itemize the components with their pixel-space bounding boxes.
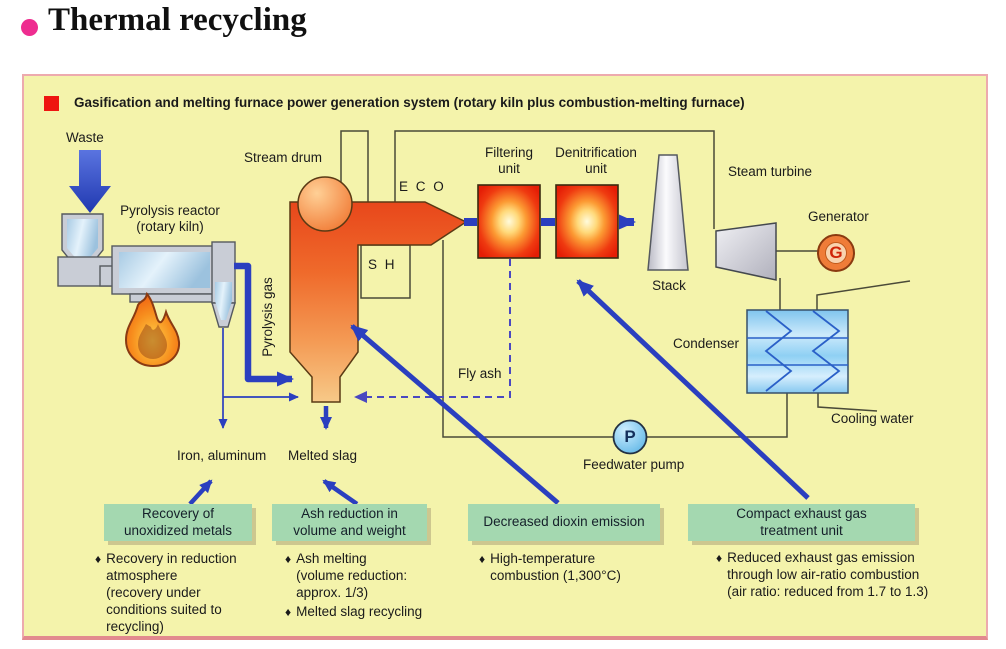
- benefit-title: Compact exhaust gas treatment unit: [736, 505, 867, 538]
- bullet-text: Ash melting (volume reduction: approx. 1…: [296, 551, 408, 600]
- bullet-point: ♦ Recovery in reduction atmosphere (reco…: [95, 551, 280, 635]
- waste-arrow: [69, 150, 111, 213]
- filtering-unit-shape: [477, 184, 541, 259]
- feedwater-pump-shape: [612, 419, 648, 455]
- pyrolysis-gas-label: Pyrolysis gas: [259, 277, 275, 357]
- flame-icon: [124, 291, 181, 368]
- pyrolysis-reactor-label: Pyrolysis reactor (rotary kiln): [120, 203, 220, 235]
- benefit-box-ash: Ash reduction in volume and weight: [272, 504, 427, 541]
- benefit-title: Ash reduction in volume and weight: [293, 505, 406, 538]
- generator-symbol: G: [829, 243, 843, 262]
- iron-aluminum-label: Iron, aluminum: [177, 448, 267, 463]
- waste-label: Waste: [66, 130, 104, 145]
- waste-hopper-content: [67, 219, 98, 261]
- bullet-point: ♦ Ash melting (volume reduction: approx.…: [285, 551, 460, 602]
- bullet-text: Reduced exhaust gas emission through low…: [727, 550, 929, 599]
- panel-header: Gasification and melting furnace power g…: [74, 95, 745, 110]
- stack-label: Stack: [652, 278, 686, 293]
- benefit-points-exhaust: ♦ Reduced exhaust gas emission through l…: [716, 550, 971, 603]
- eco-label: E C O: [399, 179, 446, 194]
- stream-drum-label: Stream drum: [244, 150, 323, 165]
- benefit-title: Recovery of unoxidized metals: [123, 505, 233, 538]
- diamond-icon: ♦: [716, 551, 723, 565]
- generator-label: Generator: [808, 209, 869, 224]
- main-steam-pipe: [394, 130, 715, 229]
- sh-label: S H: [368, 257, 397, 272]
- melted-slag-label: Melted slag: [288, 448, 358, 463]
- title-bullet-icon: [21, 19, 38, 36]
- bullet-point: ♦ High-temperature combustion (1,300°C): [479, 551, 664, 585]
- cooling-water-outlet-pipe: [817, 393, 878, 412]
- metals-benefit-arrow: [188, 479, 213, 506]
- feedwater-pump-label: Feedwater pump: [583, 457, 685, 472]
- condenser-label: Condenser: [673, 336, 740, 351]
- generator-core: [825, 242, 847, 264]
- benefit-title: Decreased dioxin emission: [483, 514, 645, 530]
- benefit-points-metals: ♦ Recovery in reduction atmosphere (reco…: [95, 551, 280, 637]
- riser-pipe: [340, 130, 369, 203]
- ash-benefit-arrow: [322, 479, 359, 506]
- filtering-unit-label: Filtering unit: [484, 145, 534, 177]
- bullet-text: Recovery in reduction atmosphere (recove…: [106, 551, 237, 634]
- benefit-points-dioxin: ♦ High-temperature combustion (1,300°C): [479, 551, 664, 587]
- diamond-icon: ♦: [479, 552, 486, 566]
- denitrification-unit-shape: [555, 184, 619, 259]
- steam-turbine-shape: [715, 222, 777, 281]
- cooling-water-label: Cooling water: [831, 411, 914, 426]
- steam-drum-shape: [297, 176, 353, 232]
- pump-symbol: P: [624, 427, 636, 446]
- flame-inner-icon: [138, 324, 167, 359]
- stack-shape: [647, 154, 689, 271]
- bullet-text: High-temperature combustion (1,300°C): [490, 551, 621, 583]
- denitrification-unit-label: Denitrification unit: [555, 145, 637, 177]
- dioxin-benefit-arrow: [350, 324, 560, 505]
- page-title: Thermal recycling: [48, 2, 307, 38]
- bullet-point: ♦ Reduced exhaust gas emission through l…: [716, 550, 971, 601]
- cooling-water-inlet-pipe: [816, 280, 911, 311]
- header-square-icon: [44, 96, 59, 111]
- steam-turbine-label: Steam turbine: [728, 164, 813, 179]
- diamond-icon: ♦: [285, 604, 292, 619]
- rotary-kiln-assembly: [57, 213, 236, 328]
- benefit-points-ash: ♦ Ash melting (volume reduction: approx.…: [285, 551, 460, 623]
- pyrolysis-gas-pipe: [234, 262, 294, 387]
- separator-content: [215, 282, 232, 320]
- diamond-icon: ♦: [285, 552, 292, 566]
- diamond-icon: ♦: [95, 552, 102, 566]
- bullet-point: ♦ Melted slag recycling: [285, 604, 460, 621]
- kiln-interior: [119, 252, 210, 288]
- condenser-shape: [746, 309, 849, 394]
- benefit-box-dioxin: Decreased dioxin emission: [468, 504, 660, 541]
- fly-ash-dashed-arrow: [354, 259, 511, 403]
- exhaust-benefit-arrow: [576, 279, 810, 500]
- bullet-text: Melted slag recycling: [296, 603, 423, 619]
- benefit-box-metals: Recovery of unoxidized metals: [104, 504, 252, 541]
- melting-furnace-shape: [289, 201, 468, 403]
- fly-ash-label: Fly ash: [458, 366, 502, 381]
- benefit-box-exhaust: Compact exhaust gas treatment unit: [688, 504, 915, 541]
